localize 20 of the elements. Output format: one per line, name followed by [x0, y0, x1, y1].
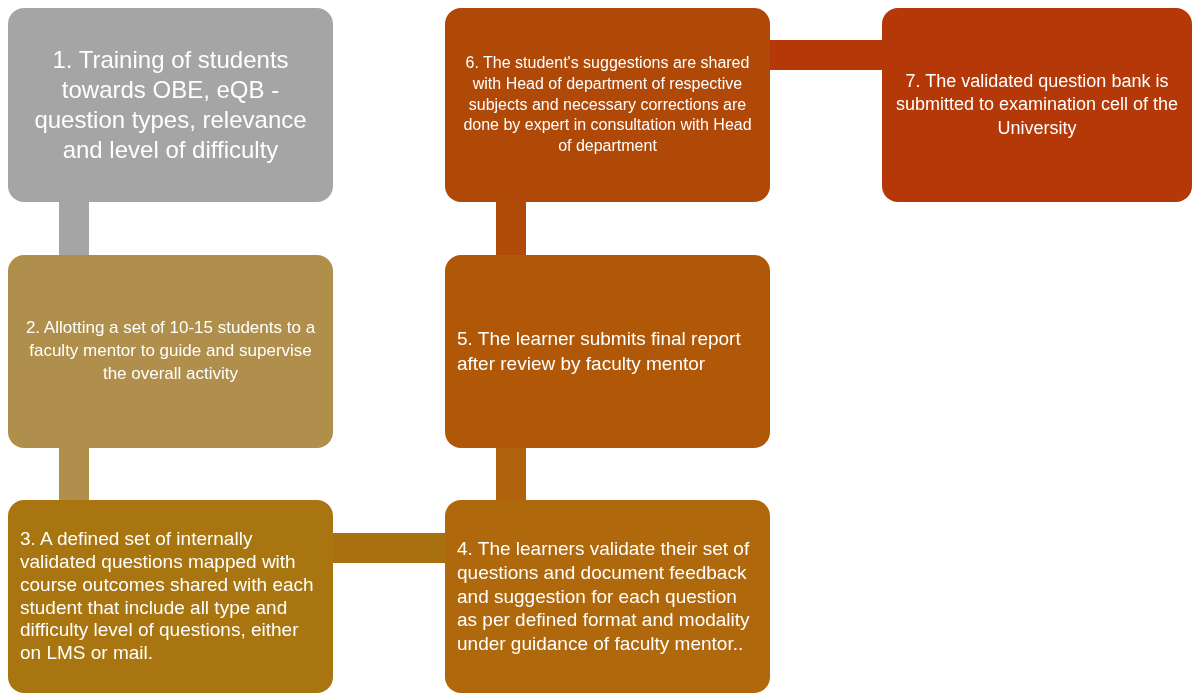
- process-box: [8, 500, 333, 693]
- step-text: 6. The student's suggestions are shared with Head of department of respective subjects and necessary corrections are done by expert in consultation with Head of department: [462, 53, 753, 157]
- process-box: [445, 500, 770, 693]
- process-box: [8, 8, 333, 202]
- step-text: 5. The learner submits final report after review by faculty mentor: [457, 326, 742, 376]
- connector-bar: [59, 448, 89, 500]
- step-text: 1. Training of students towards OBE, eQB - question types, relevance and level of difficulty: [33, 45, 308, 165]
- process-box: [882, 8, 1192, 202]
- step-text: 4. The learners validate their set of questions and document feedback and suggestion for each question as per defined format and modality under guidance of faculty mentor..: [457, 537, 751, 656]
- process-box: [445, 255, 770, 448]
- connector-bar: [496, 202, 526, 255]
- connector-bar: [496, 448, 526, 500]
- process-box: [445, 8, 770, 202]
- step-text: 7. The validated question bank is submitted to examination cell of the University: [894, 69, 1180, 140]
- connector-bar: [59, 202, 89, 255]
- connector-bar: [333, 533, 445, 563]
- process-box: [8, 255, 333, 448]
- step-text: 2. Allotting a set of 10-15 students to a faculty mentor to guide and supervise the overall activity: [24, 317, 317, 385]
- connector-bar: [770, 40, 882, 70]
- step-text: 3. A defined set of internally validated questions mapped with course outcomes shared with each student that include all type and difficulty level of questions, either on LMS or mail.: [20, 528, 315, 665]
